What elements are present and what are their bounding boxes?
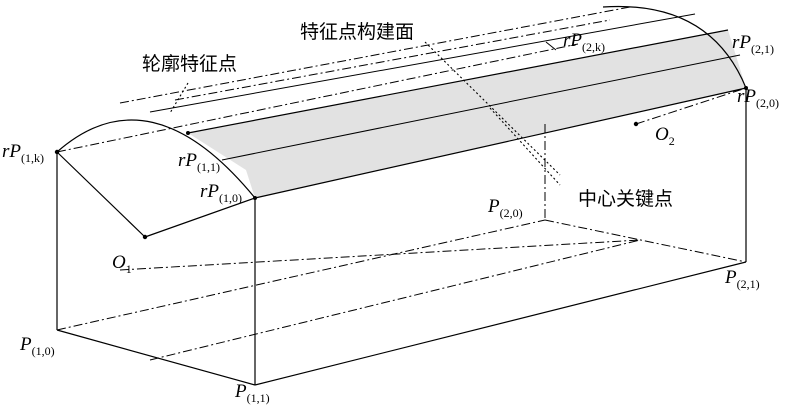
radius-o1-rp1k bbox=[56, 151, 146, 238]
hidden-front-diag bbox=[119, 239, 641, 271]
label-o2: O2 bbox=[655, 124, 675, 148]
label-p20: P(2,0) bbox=[487, 196, 523, 220]
front-arch bbox=[56, 119, 256, 199]
back-arch bbox=[602, 5, 747, 89]
label-rp11: rP(1,1) bbox=[178, 150, 220, 174]
line-top-dash-2 bbox=[174, 19, 611, 101]
label-rp21: rP(2,1) bbox=[732, 32, 774, 56]
label-o1: O1 bbox=[112, 252, 132, 276]
leader-face bbox=[424, 41, 561, 176]
point-o2 bbox=[633, 121, 639, 127]
label-rp1k: rP(1,k) bbox=[2, 141, 44, 165]
point-o1 bbox=[142, 234, 148, 240]
line-mid bbox=[221, 54, 741, 161]
line-rp1k-rp2k bbox=[56, 43, 579, 153]
line-rp10-rp20 bbox=[254, 87, 747, 199]
radius-o2-rp20 bbox=[635, 87, 747, 125]
annotation-face: 特征点构建面 bbox=[300, 21, 414, 43]
label-p21: P(2,1) bbox=[724, 267, 760, 291]
leader-center bbox=[489, 107, 561, 186]
feature-face bbox=[188, 30, 746, 198]
label-rp2k: rP(2,k) bbox=[563, 30, 605, 54]
label-rp20: rP(2,0) bbox=[737, 86, 779, 110]
point-rp11 bbox=[186, 131, 190, 135]
hidden-diagonal bbox=[149, 239, 641, 361]
leader-rp2k bbox=[545, 41, 557, 51]
label-rp10: rP(1,0) bbox=[200, 181, 242, 205]
hidden-bottom-back bbox=[544, 219, 747, 263]
label-p10: P(1,0) bbox=[19, 334, 55, 358]
line-top-dash-1 bbox=[119, 6, 631, 104]
edge-front-bottom bbox=[56, 329, 256, 386]
point-rp20 bbox=[744, 86, 748, 90]
point-rp10 bbox=[253, 196, 257, 200]
line-top-solid bbox=[149, 13, 696, 113]
annotation-center: 中心关键点 bbox=[578, 188, 673, 210]
annotation-contour: 轮廓特征点 bbox=[142, 53, 237, 75]
radius-o1-rp10 bbox=[144, 197, 256, 238]
leader-contour bbox=[169, 82, 189, 114]
hidden-bottom-left bbox=[56, 219, 546, 331]
line-rp11-rp21 bbox=[187, 29, 729, 134]
label-p11: P(1,1) bbox=[234, 381, 270, 405]
point-rp1k bbox=[54, 149, 60, 155]
edge-right-bottom bbox=[254, 261, 747, 386]
